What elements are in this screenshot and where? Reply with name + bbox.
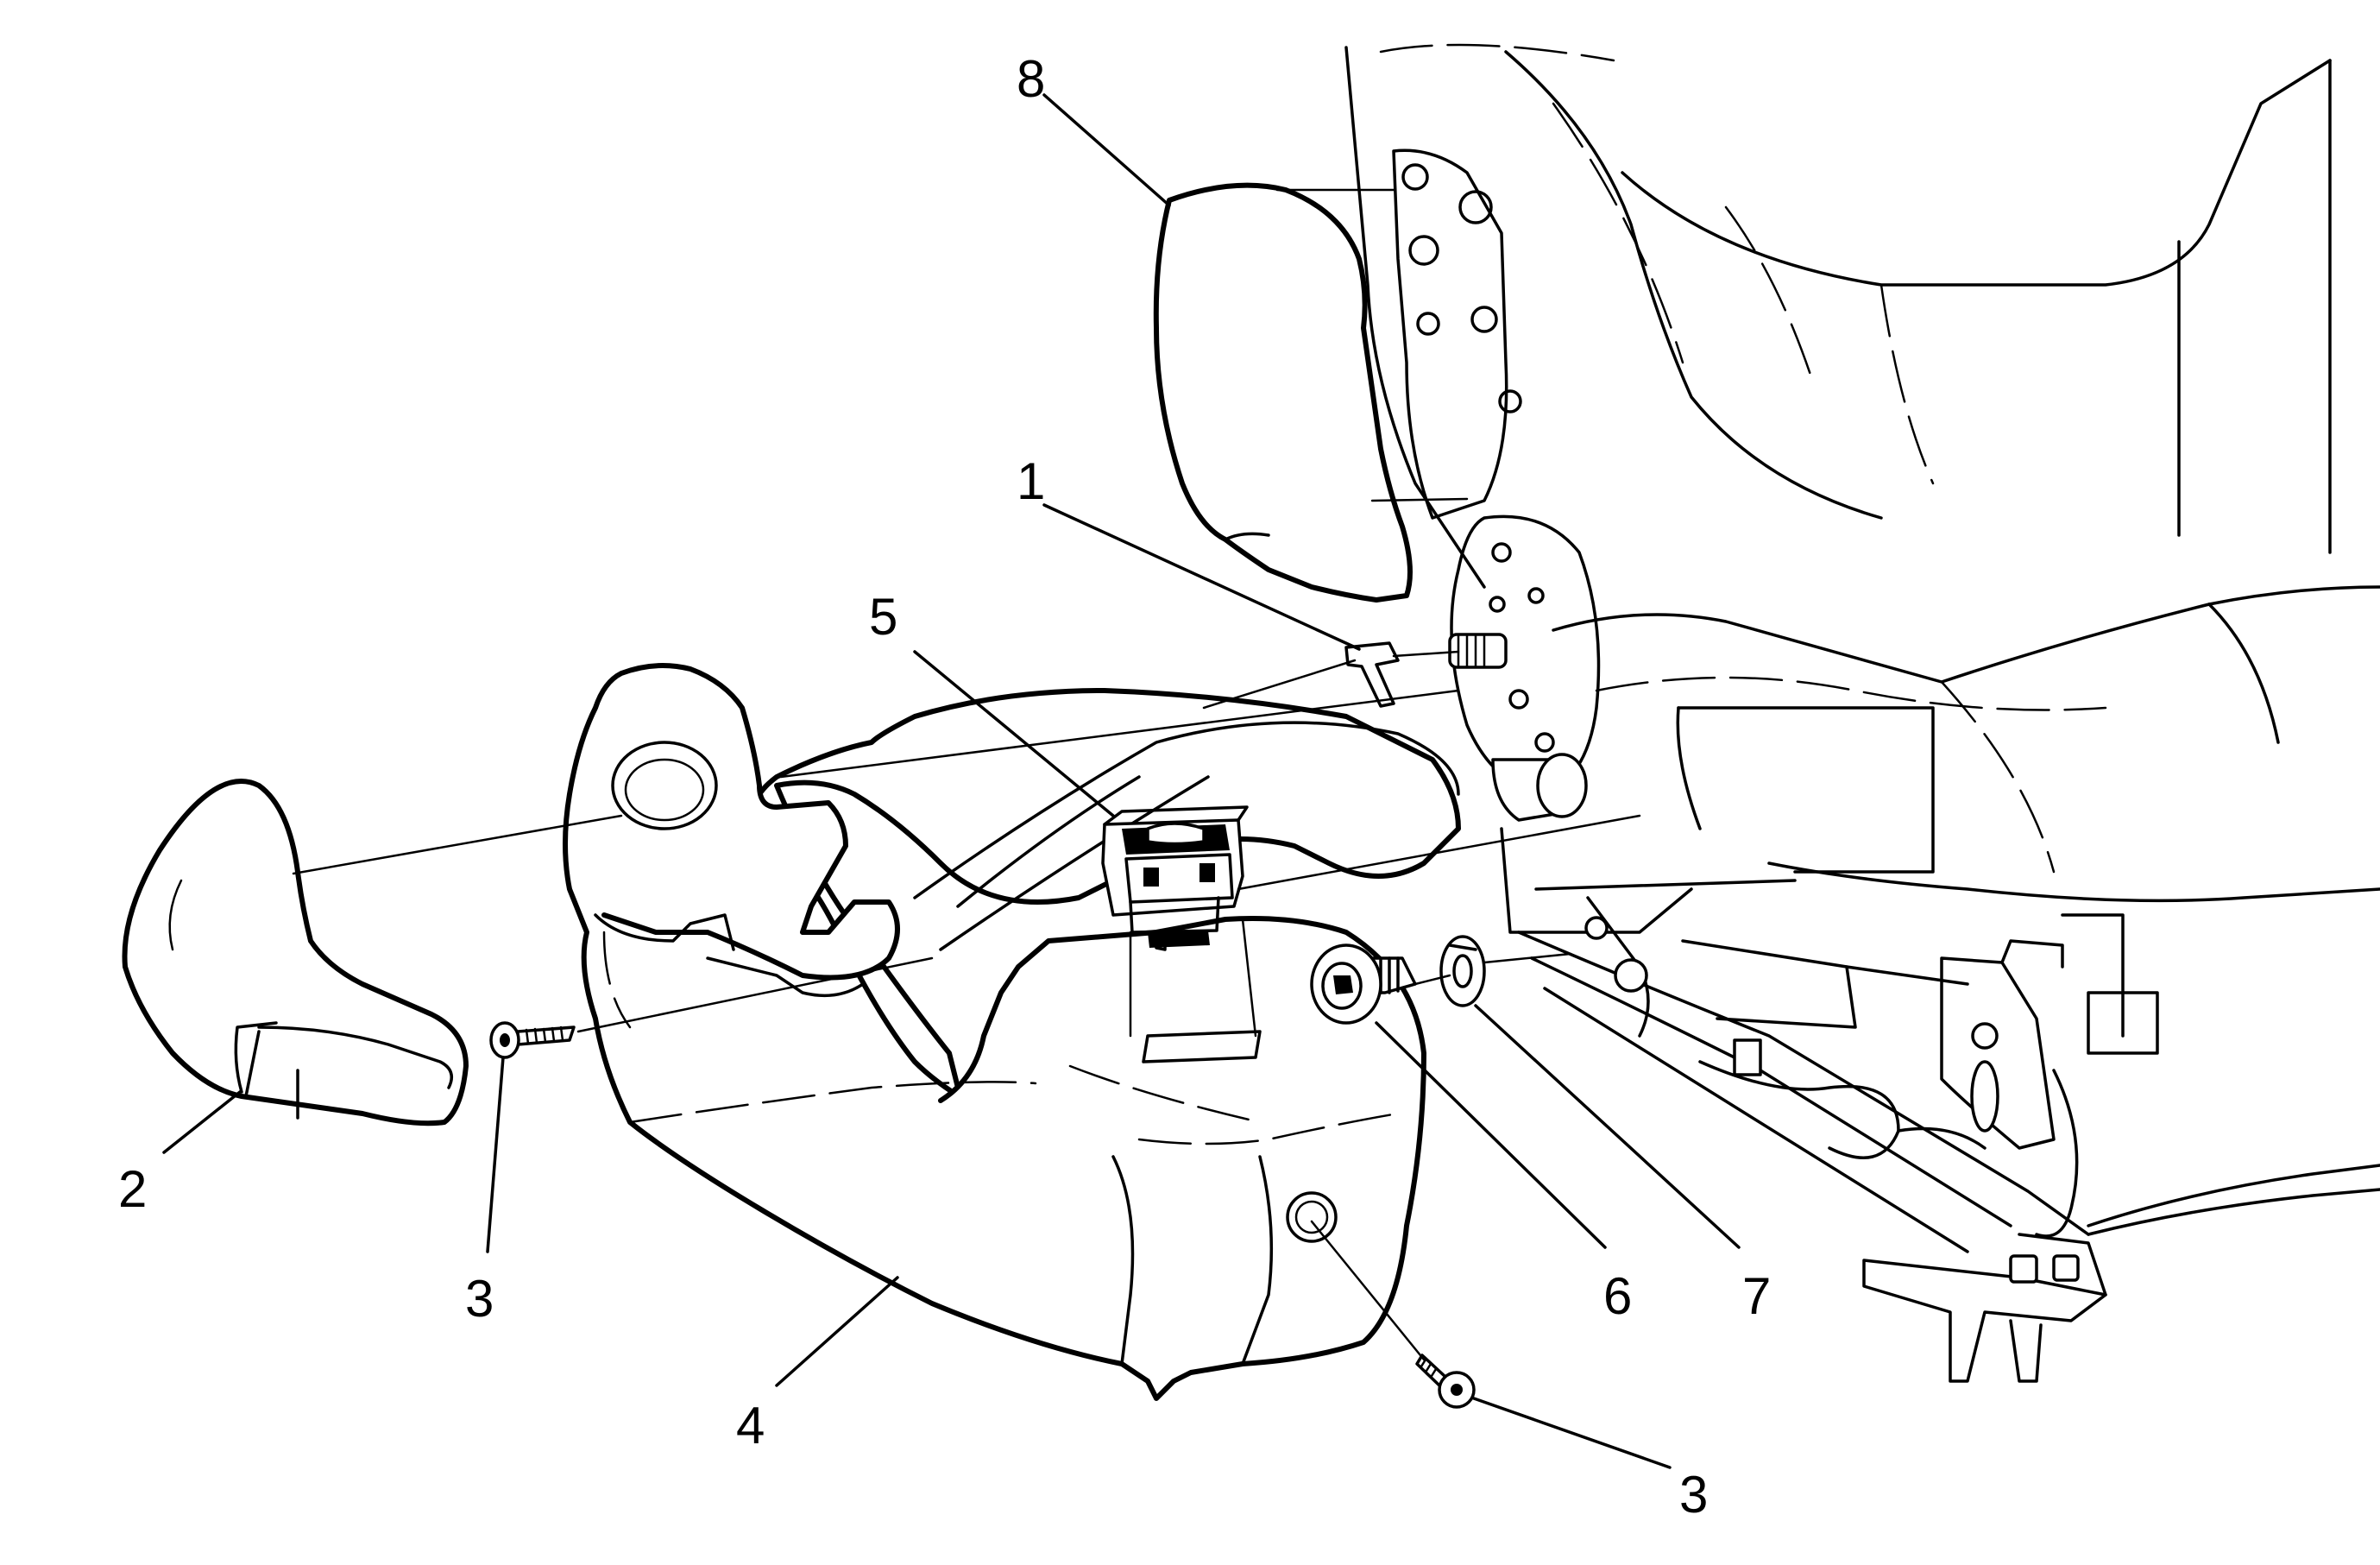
leader-7: [1474, 1004, 1741, 1249]
callout-labels: 8 1 5 2 3 4 6 7 3: [118, 50, 1771, 1524]
callout-2: 2: [118, 1160, 147, 1218]
clip-1: [1344, 641, 1400, 708]
callout-7: 7: [1742, 1267, 1771, 1325]
callout-3-lower: 3: [1679, 1466, 1708, 1524]
callout-4: 4: [736, 1397, 765, 1455]
screw-3-lower: [1415, 1354, 1476, 1409]
callout-8: 8: [1017, 50, 1045, 108]
pivot-bolt-6: [1310, 943, 1417, 1025]
leader-4: [775, 1276, 899, 1387]
washer-7: [1439, 935, 1486, 1007]
callout-6: 6: [1603, 1267, 1632, 1325]
leader-2: [162, 1090, 242, 1154]
seat-assembly: [1344, 43, 2380, 1383]
leader-3a: [486, 1056, 505, 1253]
leader-1: [1042, 503, 1361, 651]
recliner-cover-8: [1153, 182, 1413, 603]
callout-5: 5: [869, 588, 897, 646]
leader-8: [1042, 93, 1171, 207]
leader-5: [913, 650, 1115, 817]
callout-3-upper: 3: [465, 1270, 494, 1328]
leader-lines: [162, 93, 1741, 1469]
leader-6: [1375, 1021, 1607, 1249]
callout-1: 1: [1017, 452, 1045, 510]
recliner-handle-2: [122, 779, 469, 1126]
leader-3b: [1472, 1397, 1672, 1469]
screw-3-upper: [489, 1021, 576, 1059]
alignment-lines: [292, 188, 1641, 1361]
seat-side-trim-panel-4: [563, 663, 1461, 1401]
seat-switch-5: [1101, 805, 1249, 951]
